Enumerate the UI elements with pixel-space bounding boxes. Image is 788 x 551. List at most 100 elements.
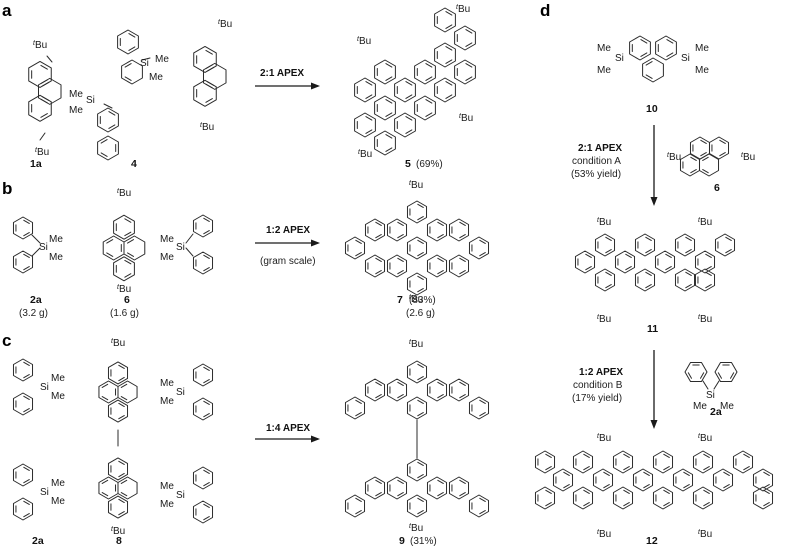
- double-bond: [585, 253, 592, 258]
- double-bond: [203, 469, 210, 474]
- si-atom-label: Si: [176, 387, 185, 398]
- si-atom-label: Si: [39, 242, 48, 253]
- ring: [202, 62, 227, 90]
- double-bond: [719, 152, 726, 157]
- ring: [386, 218, 408, 242]
- double-bond: [203, 254, 210, 259]
- double-bond: [563, 471, 570, 476]
- double-bond: [445, 24, 453, 29]
- methyl-label: Me: [49, 234, 63, 245]
- ring: [454, 25, 476, 51]
- double-bond: [203, 516, 210, 521]
- tbu-group-label: tBu: [358, 149, 372, 160]
- double-bond: [723, 471, 730, 476]
- double-bond: [385, 147, 393, 152]
- double-bond: [397, 479, 404, 484]
- methyl-label: Me: [69, 105, 83, 116]
- double-bond: [445, 59, 453, 64]
- methyl-label: Me: [597, 65, 611, 76]
- tbu-group-label: tBu: [597, 529, 611, 540]
- double-bond: [465, 76, 473, 81]
- si-atom-label: Si: [706, 390, 715, 401]
- bond: [185, 247, 194, 257]
- double-bond: [128, 46, 136, 51]
- ring: [434, 77, 456, 103]
- double-bond: [425, 63, 433, 68]
- ring: [629, 35, 651, 61]
- double-bond: [643, 484, 650, 489]
- bond: [31, 234, 41, 244]
- product-7-label: 7: [397, 294, 403, 306]
- double-bond: [417, 288, 424, 293]
- tbu-group-label: tBu: [357, 36, 371, 47]
- product-5-yield: (69%): [416, 159, 443, 170]
- double-bond: [118, 402, 125, 408]
- double-bond: [205, 49, 213, 55]
- double-bond: [23, 232, 30, 237]
- methyl-label: Me: [597, 43, 611, 54]
- double-bond: [203, 503, 210, 508]
- double-bond: [459, 270, 466, 275]
- ring: [652, 486, 674, 510]
- double-bond: [417, 216, 424, 221]
- double-bond: [479, 239, 486, 244]
- ring: [714, 361, 738, 383]
- bond: [46, 55, 53, 63]
- tbu-group-label: tBu: [409, 339, 423, 350]
- product-7-yield: (83%): [409, 295, 436, 306]
- panel-b-condition: 1:2 APEX: [266, 225, 310, 236]
- methyl-label: Me: [160, 252, 174, 263]
- si-atom-label: Si: [681, 53, 690, 64]
- bond: [39, 132, 46, 141]
- double-bond: [355, 399, 362, 404]
- double-bond: [40, 64, 48, 70]
- ring: [406, 396, 428, 420]
- tbu-group-label: tBu: [597, 433, 611, 444]
- double-bond: [690, 156, 697, 161]
- ring: [344, 494, 366, 518]
- panel-b-letter: b: [2, 179, 12, 198]
- ring: [592, 468, 614, 492]
- ring: [394, 77, 416, 103]
- bond: [141, 57, 151, 61]
- double-bond: [206, 66, 215, 72]
- double-bond: [425, 76, 433, 81]
- ring: [468, 236, 490, 260]
- methyl-label: Me: [149, 72, 163, 83]
- double-bond: [203, 217, 210, 222]
- bond: [713, 380, 720, 390]
- tbu-group-label: tBu: [741, 152, 755, 163]
- double-bond: [437, 381, 444, 386]
- double-bond: [355, 412, 362, 417]
- double-bond: [118, 415, 125, 420]
- double-bond: [645, 236, 652, 241]
- ring: [374, 95, 396, 121]
- methyl-label: Me: [720, 401, 734, 412]
- compound-6-amount: (1.6 g): [110, 308, 139, 319]
- double-bond: [703, 502, 710, 507]
- double-bond: [417, 275, 424, 280]
- product-9-label: 9: [399, 535, 405, 547]
- double-bond: [437, 221, 444, 226]
- double-bond: [623, 489, 630, 494]
- double-bond: [583, 466, 590, 471]
- double-bond: [703, 466, 710, 471]
- double-bond: [397, 270, 404, 275]
- ring: [534, 450, 556, 474]
- tbu-group-label: tBu: [218, 19, 232, 30]
- product-7-amount: (2.6 g): [406, 308, 435, 319]
- double-bond: [203, 482, 210, 487]
- double-bond: [23, 513, 30, 518]
- panel-a-condition: 2:1 APEX: [260, 68, 304, 79]
- double-bond: [417, 252, 424, 257]
- ring: [192, 500, 214, 524]
- double-bond: [459, 479, 466, 484]
- double-bond: [405, 81, 413, 86]
- double-bond: [365, 116, 373, 121]
- double-bond: [743, 466, 750, 471]
- ring: [574, 250, 596, 274]
- double-bond: [385, 134, 393, 139]
